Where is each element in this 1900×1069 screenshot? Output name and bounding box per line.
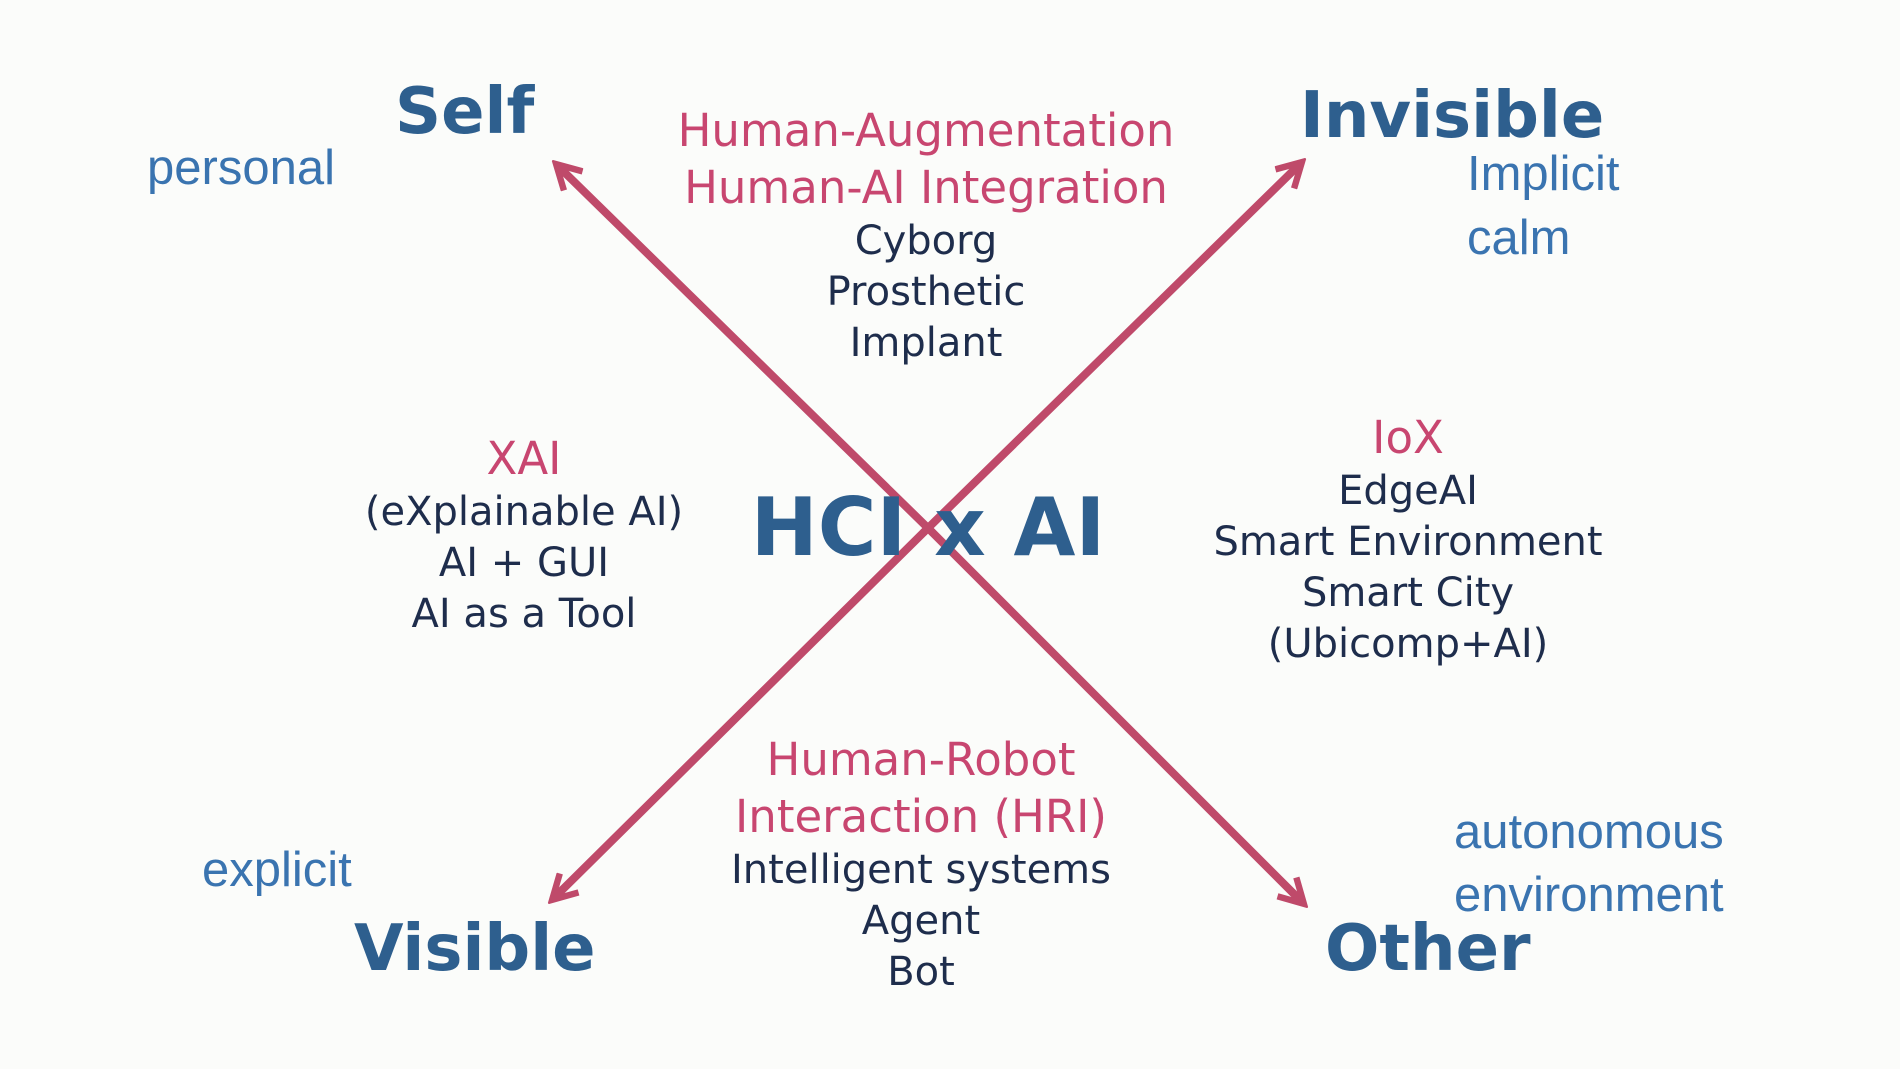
arrow-to-other bbox=[928, 528, 1302, 902]
arrow-to-invisible bbox=[920, 164, 1300, 536]
descriptor-calm: calm bbox=[1467, 211, 1571, 265]
arrow-to-visible bbox=[554, 528, 928, 898]
quadrant-left-heading: XAI bbox=[486, 432, 562, 485]
quadrant-right-item: (Ubicomp+AI) bbox=[1267, 621, 1549, 667]
center-title: HCI x AI bbox=[750, 481, 1106, 574]
descriptor-personal: personal bbox=[147, 141, 335, 195]
quadrant-left-item: AI as a Tool bbox=[411, 591, 637, 637]
quadrant-right-item: EdgeAI bbox=[1338, 468, 1478, 514]
corner-label-visible: Visible bbox=[354, 912, 596, 986]
quadrant-right-heading: IoX bbox=[1372, 411, 1444, 464]
quadrant-bottom-heading: Interaction (HRI) bbox=[735, 790, 1107, 843]
descriptor-explicit: explicit bbox=[202, 843, 352, 897]
corner-label-self: Self bbox=[395, 75, 535, 149]
arrow-to-self bbox=[558, 166, 936, 536]
quadrant-left-item: AI + GUI bbox=[438, 540, 610, 586]
quadrant-right-item: Smart City bbox=[1301, 570, 1515, 616]
corner-label-invisible: Invisible bbox=[1300, 79, 1605, 153]
quadrant-right-item: Smart Environment bbox=[1213, 519, 1603, 565]
quadrant-top-item: Prosthetic bbox=[826, 269, 1026, 315]
quadrant-bottom-heading: Human-Robot bbox=[766, 733, 1076, 786]
quadrant-bottom-item: Intelligent systems bbox=[731, 847, 1111, 893]
corner-label-other: Other bbox=[1325, 912, 1531, 986]
quadrant-top-item: Implant bbox=[849, 320, 1003, 366]
descriptor-environment: environment bbox=[1454, 868, 1724, 922]
quadrant-left: XAI (eXplainable AI) AI + GUI AI as a To… bbox=[365, 430, 683, 640]
quadrant-top-heading: Human-AI Integration bbox=[684, 161, 1168, 214]
descriptor-autonomous: autonomous bbox=[1454, 805, 1724, 859]
quadrant-bottom-item: Bot bbox=[887, 949, 955, 995]
quadrant-left-item: (eXplainable AI) bbox=[364, 489, 684, 535]
quadrant-right: IoX EdgeAI Smart Environment Smart City … bbox=[1213, 409, 1602, 670]
quadrant-top: Human-Augmentation Human-AI Integration … bbox=[678, 102, 1175, 369]
quadrant-bottom: Human-Robot Interaction (HRI) Intelligen… bbox=[731, 731, 1111, 998]
quadrant-top-item: Cyborg bbox=[854, 218, 998, 264]
descriptor-implicit: Implicit bbox=[1467, 147, 1620, 201]
quadrant-top-heading: Human-Augmentation bbox=[677, 104, 1175, 157]
quadrant-bottom-item: Agent bbox=[861, 898, 981, 944]
